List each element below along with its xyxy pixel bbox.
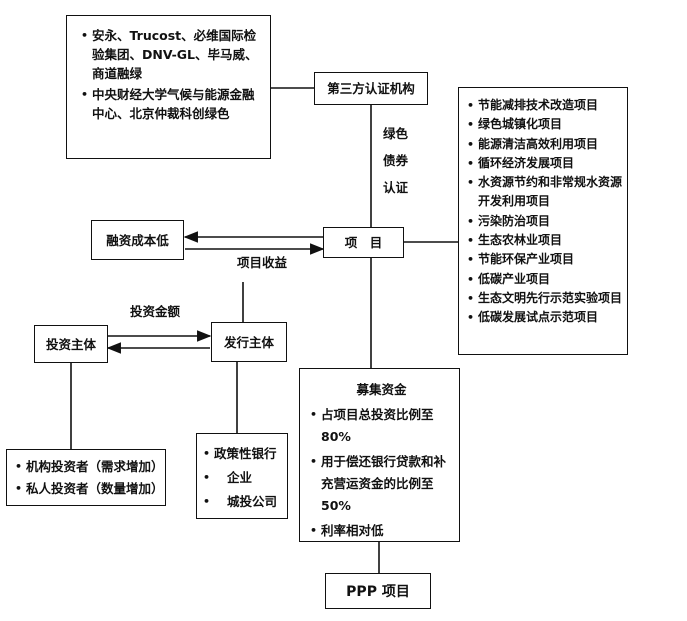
institutions-list: 安永、Trucost、必维国际检验集团、DNV-GL、毕马威、商道融绿 中央财经… [81, 26, 260, 123]
green-bond-cert-line: 绿色 [383, 126, 409, 141]
institution-item: 中央财经大学气候与能源金融中心、北京仲裁科创绿色 [81, 85, 260, 123]
project-type-item: 生态农林业项目 [467, 231, 623, 251]
green-bond-cert-line: 认证 [383, 180, 409, 195]
ppp-project-label: PPP 项目 [346, 584, 410, 600]
green-bond-cert-label: 绿色 债券 认证 [383, 120, 408, 201]
project-types-box: 节能减排技术改造项目 绿色城镇化项目 能源清洁高效利用项目 循环经济发展项目 水… [458, 87, 628, 355]
investor-title: 投资主体 [45, 336, 96, 352]
project-type-item: 能源清洁高效利用项目 [467, 135, 623, 155]
project-type-item: 低碳产业项目 [467, 270, 623, 290]
raised-funds-title: 募集资金 [356, 382, 407, 397]
green-bond-cert-line: 债券 [383, 153, 409, 168]
issuer-type-item: 企业 [203, 466, 283, 490]
project-type-item: 绿色城镇化项目 [467, 115, 623, 135]
raised-funds-item: 利率相对低 [310, 520, 453, 542]
investor-type-item: 私人投资者（数量增加） [15, 478, 164, 500]
project-type-item: 循环经济发展项目 [467, 154, 623, 174]
third-party-institutions-box: 安永、Trucost、必维国际检验集团、DNV-GL、毕马威、商道融绿 中央财经… [66, 15, 271, 159]
low-financing-cost-box: 融资成本低 [91, 220, 184, 260]
issuer-types-list: 政策性银行 企业 城投公司 [203, 442, 283, 514]
project-title: 项 目 [344, 235, 383, 250]
investor-box: 投资主体 [34, 325, 108, 363]
raised-funds-item: 占项目总投资比例至80% [310, 404, 453, 448]
raised-funds-item: 用于偿还银行贷款和补充营运资金的比例至50% [310, 451, 453, 517]
issuer-box: 发行主体 [211, 322, 287, 362]
project-type-item: 水资源节约和非常规水资源开发利用项目 [467, 173, 623, 212]
project-box: 项 目 [323, 227, 404, 258]
issuer-title: 发行主体 [223, 334, 274, 350]
third-party-cert-title: 第三方认证机构 [327, 81, 415, 96]
project-type-item: 生态文明先行示范实验项目 [467, 289, 623, 309]
project-type-item: 低碳发展试点示范项目 [467, 308, 623, 328]
low-financing-cost-label: 融资成本低 [106, 232, 169, 248]
investor-types-box: 机构投资者（需求增加） 私人投资者（数量增加） [6, 449, 166, 506]
project-types-list: 节能减排技术改造项目 绿色城镇化项目 能源清洁高效利用项目 循环经济发展项目 水… [467, 96, 623, 328]
project-type-item: 节能减排技术改造项目 [467, 96, 623, 116]
issuer-type-item: 城投公司 [203, 490, 283, 514]
project-type-item: 节能环保产业项目 [467, 250, 623, 270]
project-income-label: 项目收益 [237, 255, 288, 270]
third-party-cert-box: 第三方认证机构 [314, 72, 428, 105]
issuer-type-item: 政策性银行 [203, 442, 283, 466]
issuer-types-box: 政策性银行 企业 城投公司 [196, 433, 288, 519]
raised-funds-list: 占项目总投资比例至80% 用于偿还银行贷款和补充营运资金的比例至50% 利率相对… [310, 404, 453, 542]
investor-types-list: 机构投资者（需求增加） 私人投资者（数量增加） [15, 456, 164, 500]
investment-amount-label: 投资金额 [130, 304, 181, 319]
project-type-item: 污染防治项目 [467, 212, 623, 232]
institution-item: 安永、Trucost、必维国际检验集团、DNV-GL、毕马威、商道融绿 [81, 26, 260, 83]
ppp-project-box: PPP 项目 [325, 573, 431, 609]
raised-funds-box: 募集资金 占项目总投资比例至80% 用于偿还银行贷款和补充营运资金的比例至50%… [299, 368, 460, 542]
investor-type-item: 机构投资者（需求增加） [15, 456, 164, 478]
